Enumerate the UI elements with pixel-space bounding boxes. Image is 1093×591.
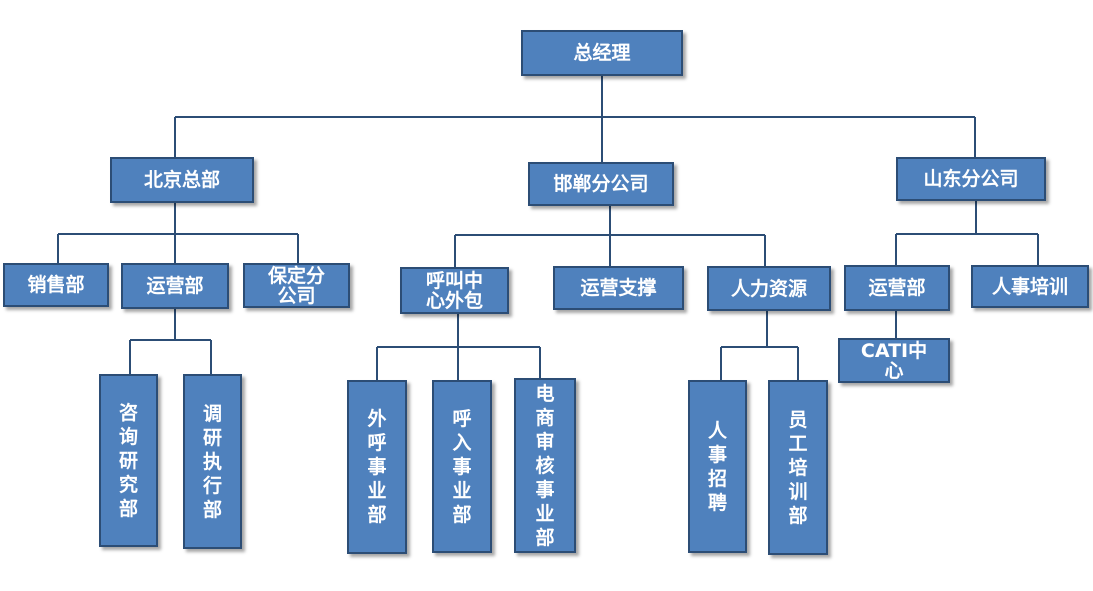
ecommerce-audit-label: 电商审核事业部 [535,382,555,549]
ceo-label: 总经理 [573,42,631,64]
hr-recruitment-box: 人事招聘 [688,380,747,553]
inbound-call-box: 呼入事业部 [432,380,492,553]
ceo-box: 总经理 [521,30,683,76]
shandong-branch-label: 山东分公司 [923,168,1019,190]
baoding-branch-label: 保定分公司 [267,264,325,307]
beijing-sales-label: 销售部 [27,274,85,296]
inbound-call-label: 呼入事业部 [452,407,472,526]
research-execution-box: 调研执行部 [183,374,242,549]
shandong-operations-box: 运营部 [844,265,950,311]
consulting-research-box: 咨询研究部 [99,374,158,547]
hr-training-label: 人事培训 [991,275,1068,298]
cati-center-box: CATI中心 [838,338,950,383]
shandong-operations-label: 运营部 [868,277,926,299]
staff-training-box: 员工培训部 [768,380,828,555]
staff-training-label: 员工培训部 [788,408,808,527]
hr-training-box: 人事培训 [971,265,1089,308]
beijing-hq-box: 北京总部 [110,157,254,203]
beijing-sales-box: 销售部 [3,263,109,307]
shandong-branch-box: 山东分公司 [896,157,1046,201]
baoding-branch-box: 保定分公司 [243,263,350,308]
beijing-operations-box: 运营部 [121,263,229,309]
outbound-call-label: 外呼事业部 [367,408,387,526]
human-resources-box: 人力资源 [707,266,831,311]
hr-recruitment-label: 人事招聘 [708,419,728,514]
beijing-hq-label: 北京总部 [143,169,220,191]
research-execution-label: 调研执行部 [203,402,223,521]
callcenter-outsourcing-label: 呼叫中心外包 [425,269,483,312]
consulting-research-label: 咨询研究部 [119,401,139,520]
callcenter-outsourcing-box: 呼叫中心外包 [400,267,509,314]
operations-support-box: 运营支撑 [553,266,684,310]
human-resources-label: 人力资源 [730,277,807,300]
handan-branch-label: 邯郸分公司 [553,173,649,195]
ecommerce-audit-box: 电商审核事业部 [514,378,576,553]
operations-support-label: 运营支撑 [580,277,657,299]
cati-center-label: CATI中心 [860,339,928,382]
handan-branch-box: 邯郸分公司 [528,162,674,206]
outbound-call-box: 外呼事业部 [347,380,407,554]
beijing-operations-label: 运营部 [146,275,204,297]
